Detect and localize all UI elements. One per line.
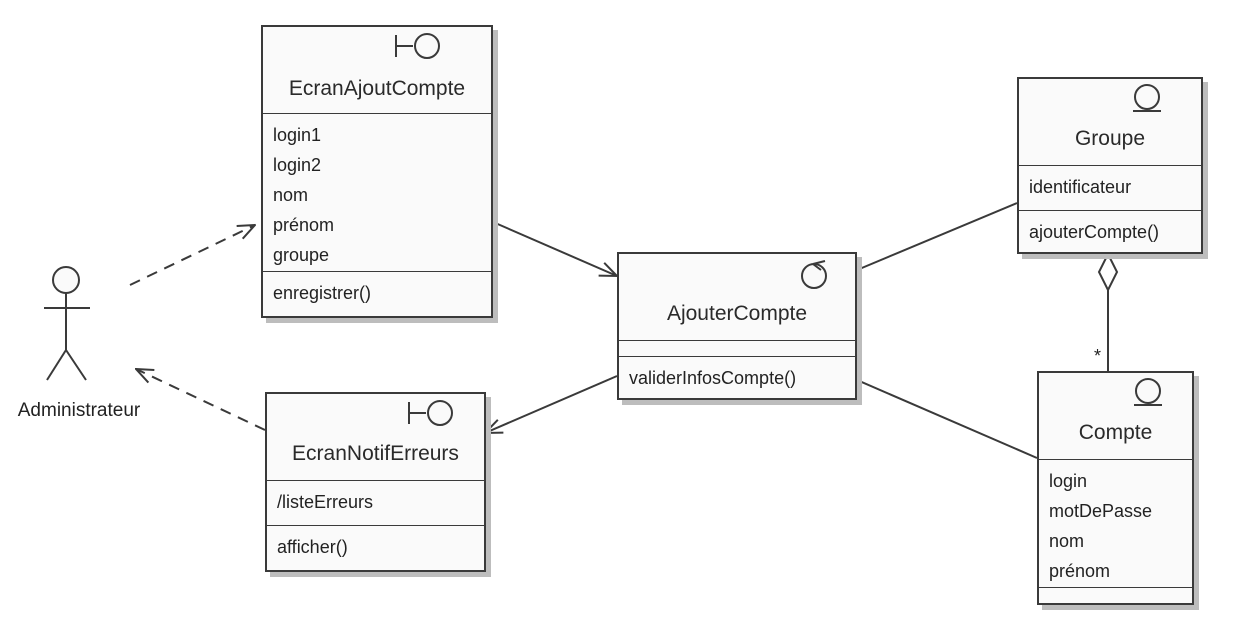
attribute: login [1049,471,1088,491]
aggregation-diamond [1097,251,1119,293]
entity-stereotype-icon [1134,378,1162,406]
attribute: motDePasse [1049,501,1153,521]
attribute: prénom [1049,561,1111,581]
class-header: AjouterCompte [619,254,855,341]
dependency-ecrannotiferreurs-to-actor [136,369,266,431]
class-ecrannotiferreurs[interactable]: EcranNotifErreurs /listeErreurs afficher… [265,392,486,572]
attribute: login1 [273,125,322,145]
actor-label: Administrateur [17,400,141,421]
attribute: /listeErreurs [277,492,374,512]
operations-section: afficher() [267,526,484,571]
class-name: Groupe [1074,127,1146,150]
association-ajoutercompte-to-ecrannotiferreurs [485,375,618,433]
actor-head [52,266,80,294]
attribute: nom [273,185,309,205]
actor-leg-left [46,349,67,381]
attribute: nom [1049,531,1085,551]
class-header: Compte [1039,373,1192,460]
class-header: EcranNotifErreurs [267,394,484,481]
class-header: EcranAjoutCompte [263,27,491,114]
class-groupe[interactable]: Groupe identificateur ajouterCompte() [1017,77,1203,254]
attributes-section: identificateur [1019,166,1201,211]
operation: validerInfosCompte() [629,368,797,388]
actor-leg-right [65,349,87,381]
dependency-actor-to-ecranajoutcompte [129,225,255,286]
attributes-section: login motDePasse nom prénom [1039,460,1192,588]
association-ajoutercompte-groupe [856,202,1018,271]
control-stereotype-icon [801,260,827,289]
operation: ajouterCompte() [1029,222,1160,242]
attributes-section: login1 login2 nom prénom groupe [263,114,491,272]
class-name: EcranAjoutCompte [288,77,466,100]
attribute: prénom [273,215,335,235]
attributes-section: /listeErreurs [267,481,484,526]
boundary-stereotype-icon [408,400,453,426]
operations-section: validerInfosCompte() [619,357,855,399]
operation: afficher() [277,537,348,557]
attribute: login2 [273,155,322,175]
class-ecranajoutcompte[interactable]: EcranAjoutCompte login1 login2 nom préno… [261,25,493,318]
class-name: EcranNotifErreurs [292,442,459,465]
class-compte[interactable]: Compte login motDePasse nom prénom [1037,371,1194,605]
operation: enregistrer() [273,283,372,303]
operations-section: enregistrer() [263,272,491,317]
association-ecranajoutcompte-to-ajoutercompte [492,221,617,276]
attribute: identificateur [1029,177,1132,197]
association-ajoutercompte-compte [856,379,1038,459]
boundary-stereotype-icon [395,33,440,59]
multiplicity-label: * [1094,346,1102,366]
class-ajoutercompte[interactable]: AjouterCompte validerInfosCompte() [617,252,857,400]
class-name: AjouterCompte [666,302,808,325]
actor-figure [44,266,90,381]
class-name: Compte [1078,421,1153,444]
entity-stereotype-icon [1133,84,1161,112]
class-header: Groupe [1019,79,1201,166]
attributes-section [619,341,855,357]
operations-section: ajouterCompte() [1019,211,1201,253]
attribute: groupe [273,245,330,265]
operations-section [1039,588,1192,604]
